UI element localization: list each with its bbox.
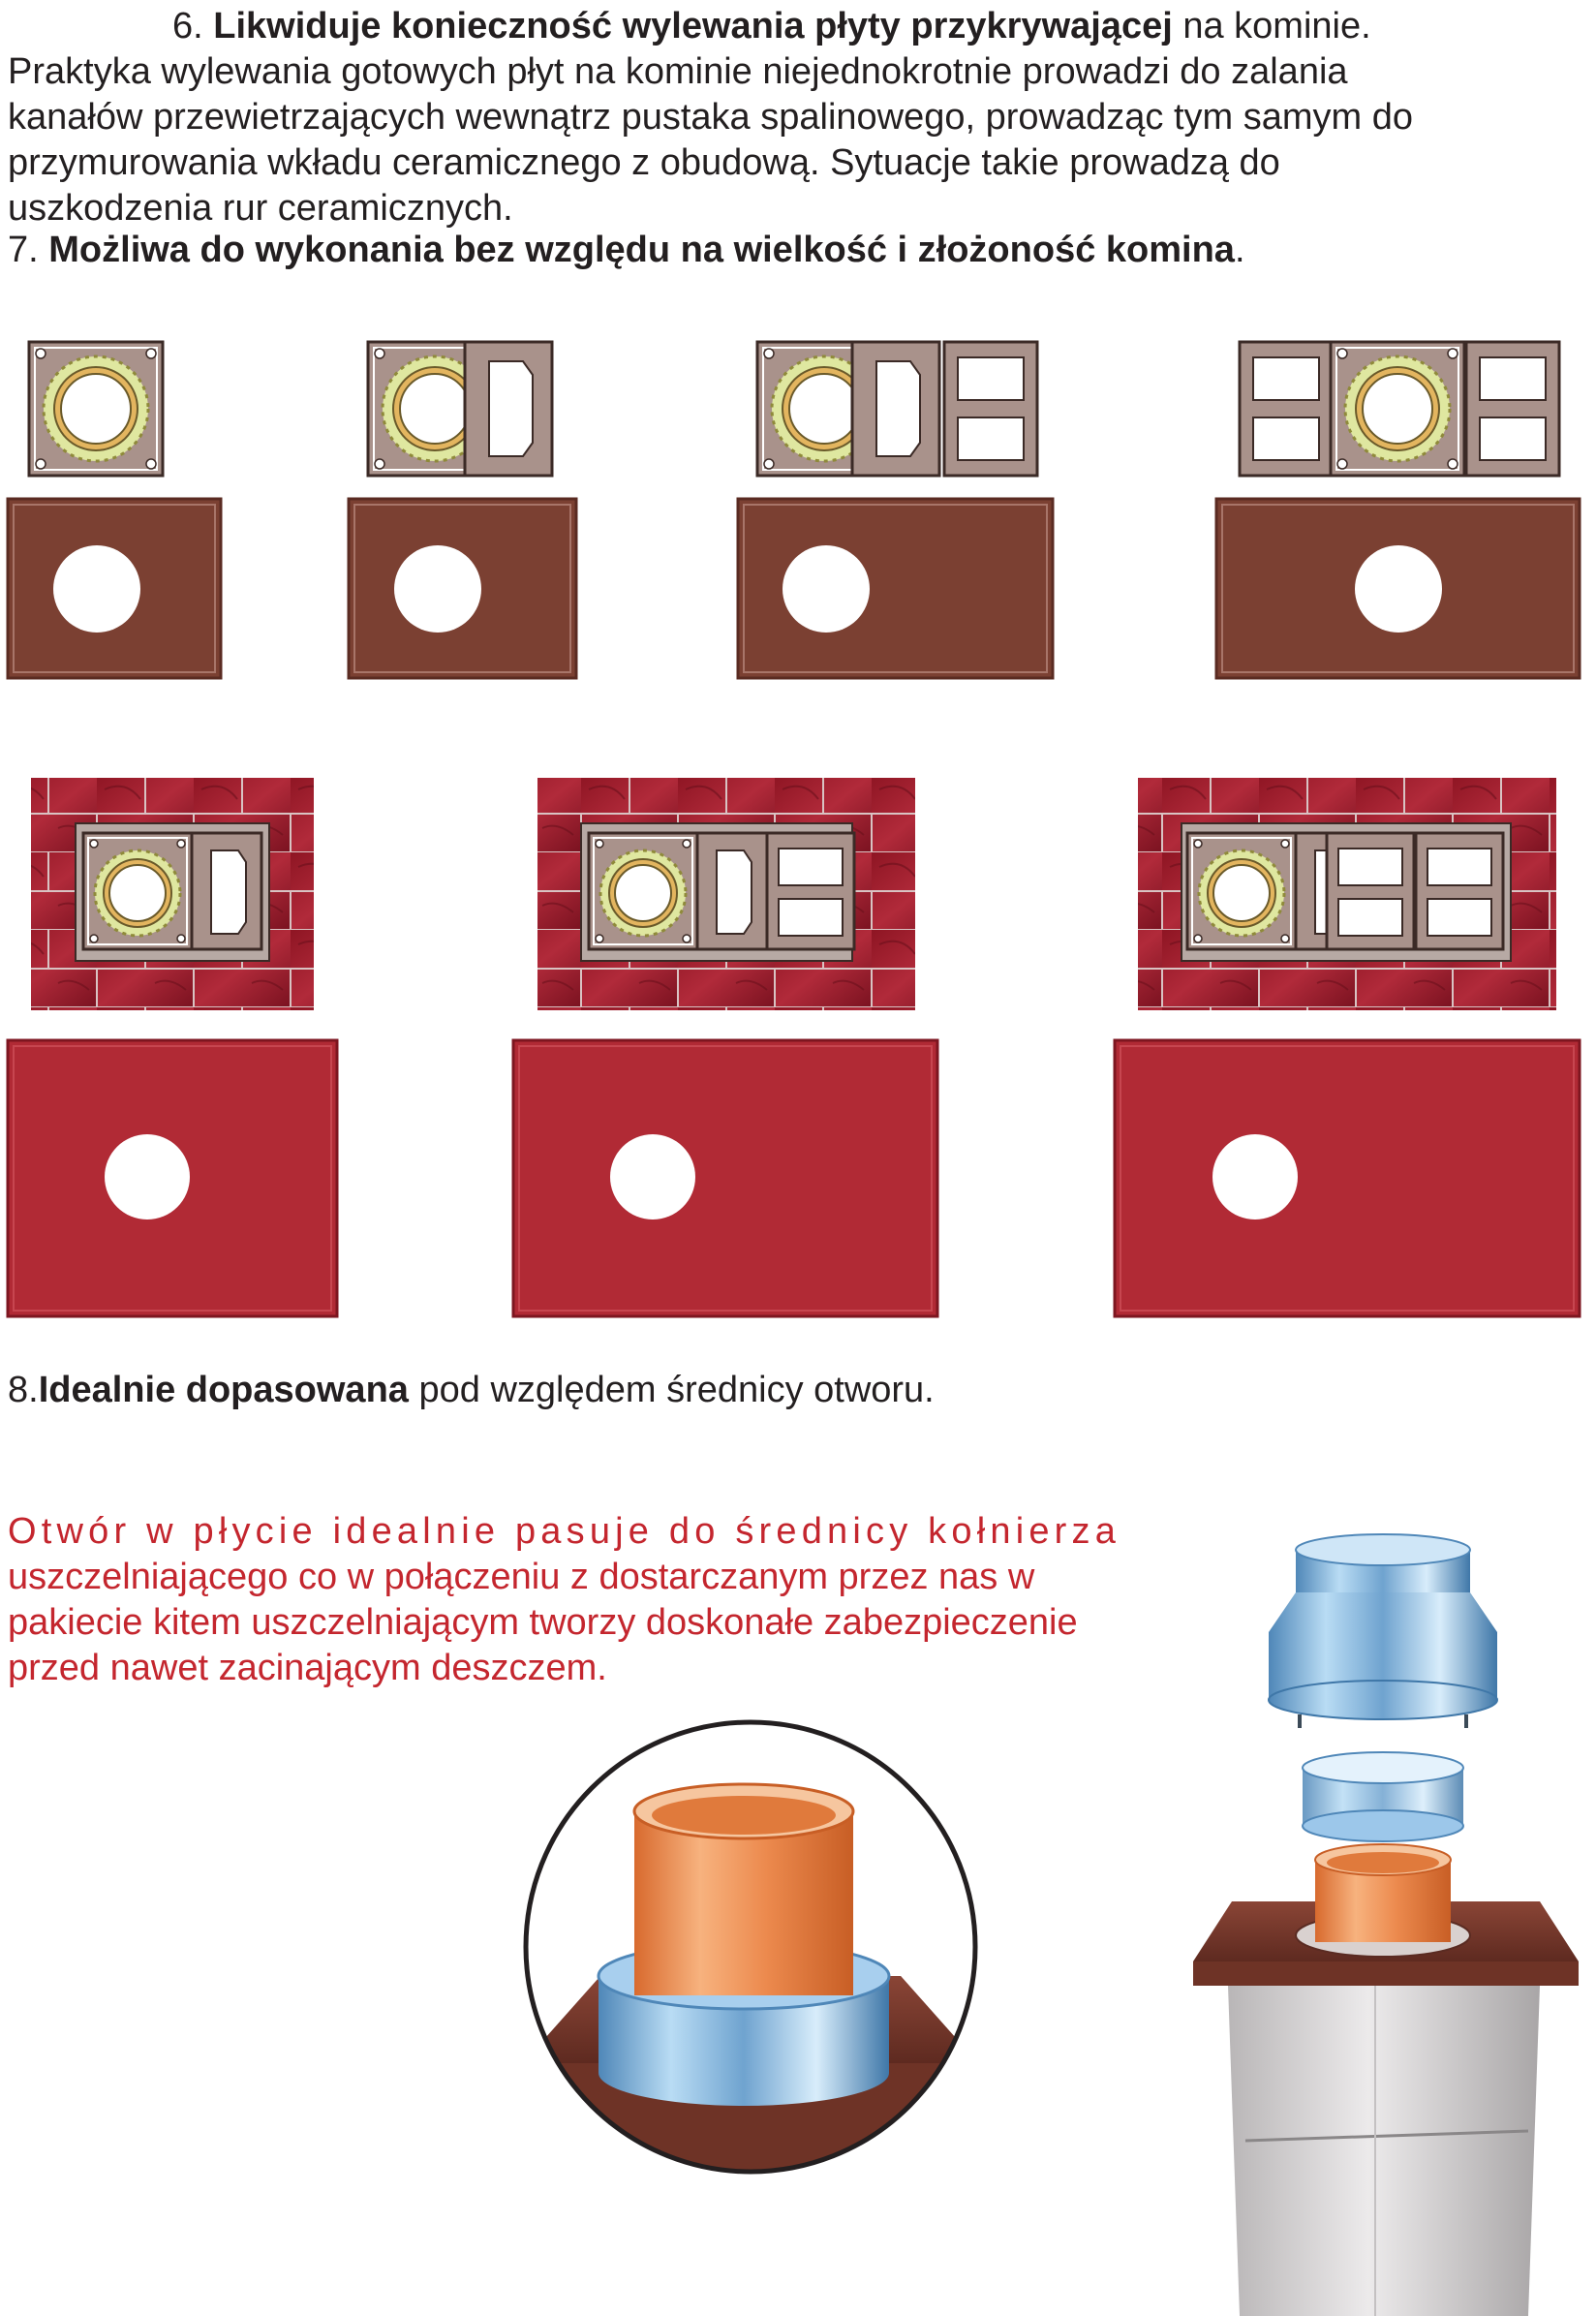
red-plates-figure xyxy=(6,778,1581,1318)
section-8-paragraph: 8.Idealnie dopasowana pod względem średn… xyxy=(8,1370,935,1410)
red-info-line: przed nawet zacinającym deszczem. xyxy=(8,1648,607,1688)
section-7-heading: Możliwa do wykonania bez względu na wiel… xyxy=(48,230,1235,270)
red-info-paragraph: Otwór w płycie idealnie pasuje do średni… xyxy=(8,1509,1201,1691)
section-6-line: przymurowania wkładu ceramicznego z obud… xyxy=(8,142,1280,183)
section-6-line: Praktyka wylewania gotowych płyt na komi… xyxy=(8,51,1348,92)
sealing-collar-figure xyxy=(523,1533,1579,2316)
red-info-line: Otwór w płycie idealnie pasuje do średni… xyxy=(8,1511,1121,1552)
red-info-line: pakiecie kitem uszczelniającym tworzy do… xyxy=(8,1602,1078,1643)
section-6-line: kanałów przewietrzających wewnątrz pusta… xyxy=(8,97,1413,138)
red-info-line: uszczelniającego co w połączeniu z dosta… xyxy=(8,1557,1035,1597)
section-6-line: uszkodzenia rur ceramicznych. xyxy=(8,188,513,229)
section-6-paragraph: 6. Likwiduje konieczność wylewania płyty… xyxy=(8,4,1581,232)
section-8-heading: Idealnie dopasowana xyxy=(38,1370,409,1410)
brown-plates-figure xyxy=(6,340,1581,680)
section-6-first-line: 6. Likwiduje konieczność wylewania płyty… xyxy=(172,6,1371,46)
section-6-heading: Likwiduje konieczność wylewania płyty pr… xyxy=(213,6,1173,46)
section-7-paragraph: 7. Możliwa do wykonania bez względu na w… xyxy=(8,230,1245,270)
